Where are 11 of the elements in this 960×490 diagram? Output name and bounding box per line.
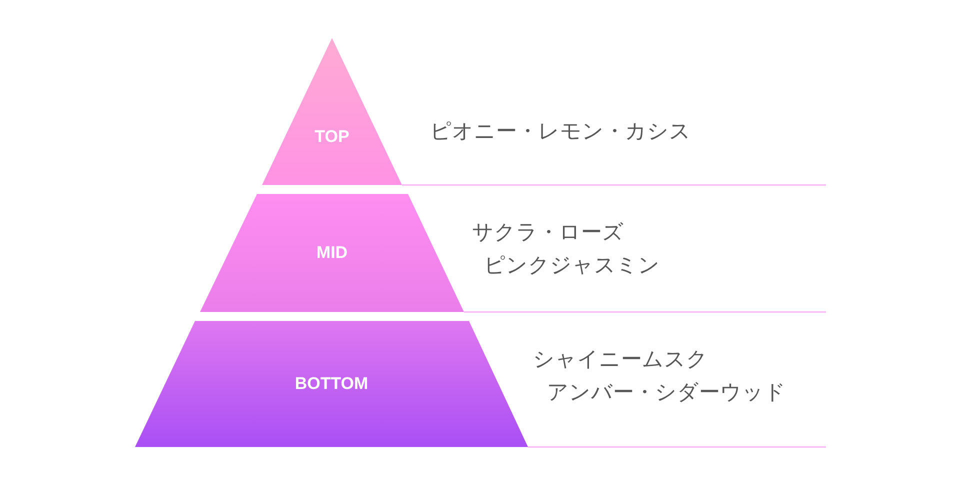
tier-label: MID <box>316 243 348 263</box>
pyramid-tier <box>135 321 528 447</box>
note-text: シャイニームスク <box>533 349 708 370</box>
note-text: ピオニー・レモン・カシス <box>430 121 691 142</box>
note-text: サクラ・ローズ <box>472 222 624 243</box>
tier-label: TOP <box>314 127 350 148</box>
tier-label: BOTTOM <box>294 374 368 394</box>
pyramid-tier <box>200 194 464 312</box>
note-text: アンバー・シダーウッド <box>547 382 786 403</box>
note-text: ピンクジャスミン <box>484 255 660 276</box>
pyramid-tier <box>262 38 402 185</box>
